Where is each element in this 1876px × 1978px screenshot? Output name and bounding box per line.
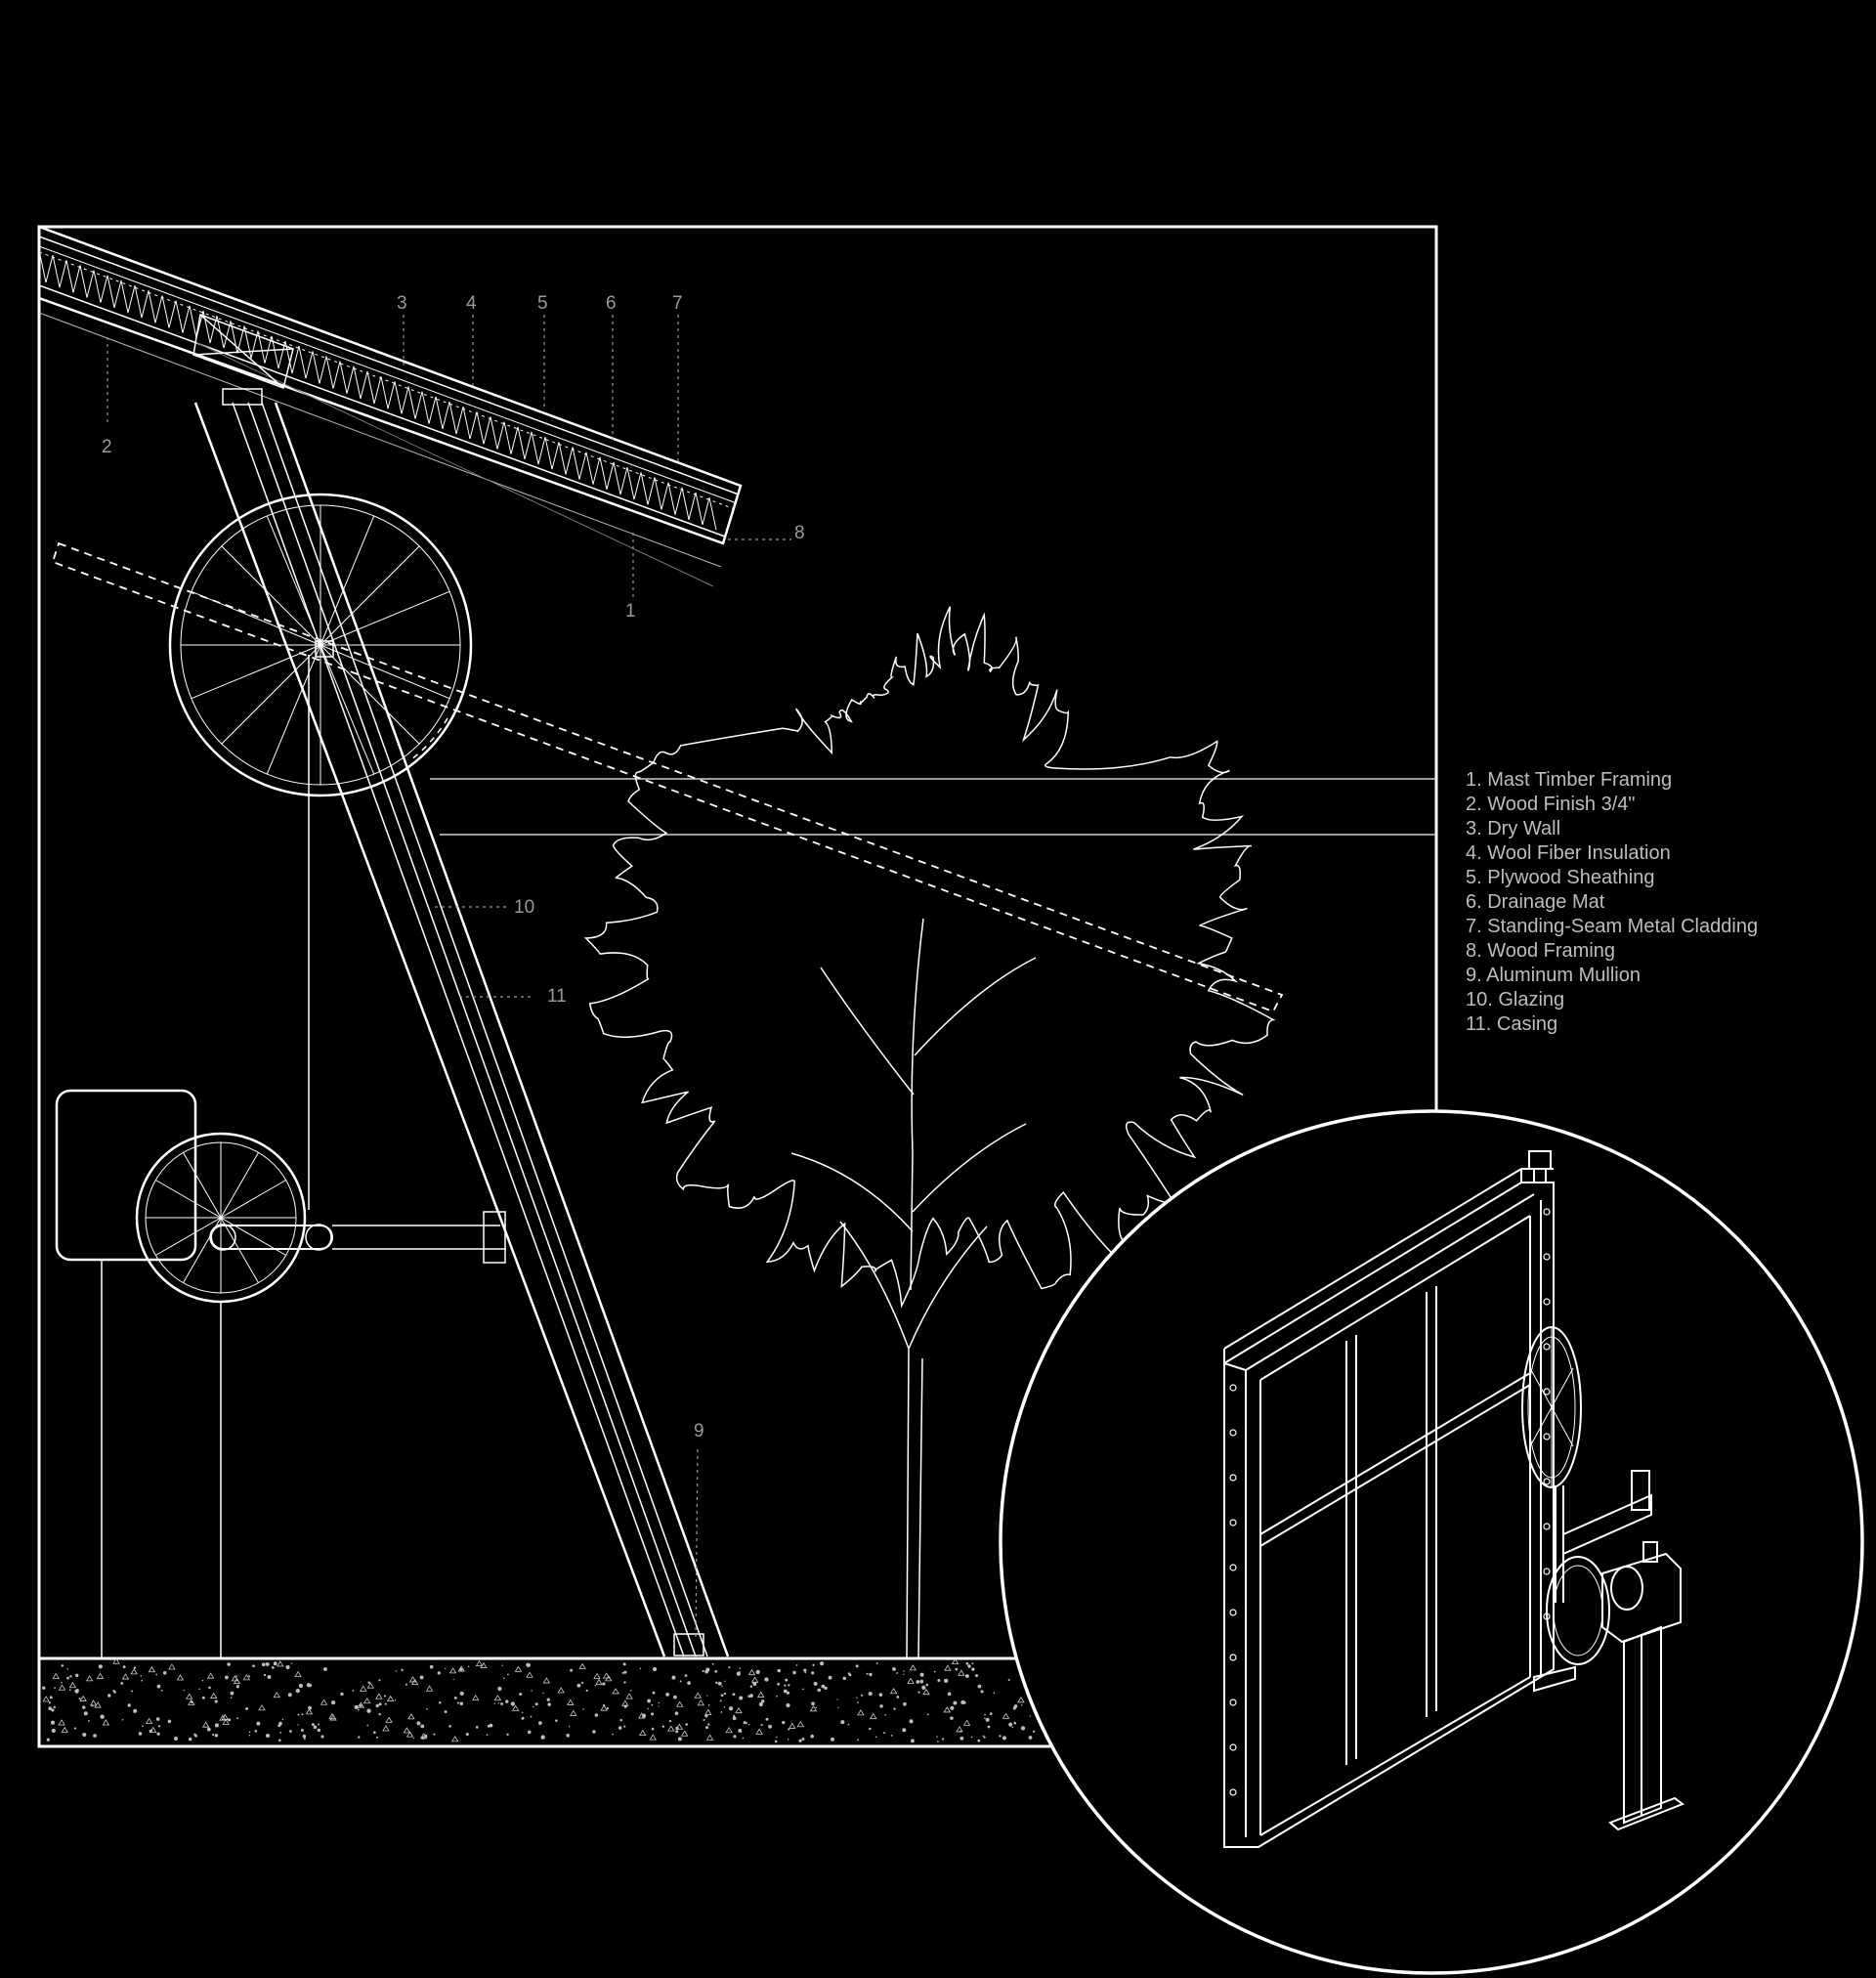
reference-lines <box>430 778 1436 836</box>
callout-4: 4 <box>466 293 477 314</box>
legend-item-10: 10. Glazing <box>1466 989 1564 1010</box>
legend-item-5: 5. Plywood Sheathing <box>1466 867 1654 888</box>
legend-item-2: 2. Wood Finish 3/4" <box>1466 794 1636 815</box>
drawing-frame <box>37 225 1438 1748</box>
callout-8: 8 <box>794 523 805 543</box>
callout-5: 5 <box>537 293 548 314</box>
operating-mechanism <box>55 655 506 1658</box>
inclined-mast <box>193 388 730 1657</box>
legend-item-9: 9. Aluminum Mullion <box>1466 965 1641 986</box>
legend-item-6: 6. Drainage Mat <box>1466 891 1605 913</box>
callout-leaders <box>107 315 791 1638</box>
axonometric-detail-inset <box>999 1109 1864 1975</box>
dashed-open-position <box>51 541 1284 1013</box>
callout-6: 6 <box>606 293 617 314</box>
legend-item-7: 7. Standing-Seam Metal Cladding <box>1466 916 1758 937</box>
legend-item-4: 4. Wool Fiber Insulation <box>1466 842 1671 864</box>
legend-item-1: 1. Mast Timber Framing <box>1466 769 1672 791</box>
upper-wheel <box>168 493 473 797</box>
callout-3: 3 <box>397 293 407 314</box>
legend-item-11: 11. Casing <box>1466 1013 1557 1035</box>
callout-2: 2 <box>102 437 112 457</box>
material-legend: 1. Mast Timber Framing 2. Wood Finish 3/… <box>1466 769 1758 1035</box>
callout-numbers: 1 2 3 4 5 6 7 8 9 10 11 <box>102 293 805 1441</box>
roof-assembly <box>37 225 743 587</box>
roof-blocking <box>192 313 294 389</box>
legend-item-8: 8. Wood Framing <box>1466 940 1615 962</box>
tree-outline <box>583 606 1276 1659</box>
callout-1: 1 <box>625 601 636 622</box>
callout-10: 10 <box>514 897 534 918</box>
callout-9: 9 <box>694 1421 704 1441</box>
legend-item-3: 3. Dry Wall <box>1466 818 1560 839</box>
callout-11: 11 <box>547 986 567 1007</box>
callout-7: 7 <box>672 293 683 314</box>
